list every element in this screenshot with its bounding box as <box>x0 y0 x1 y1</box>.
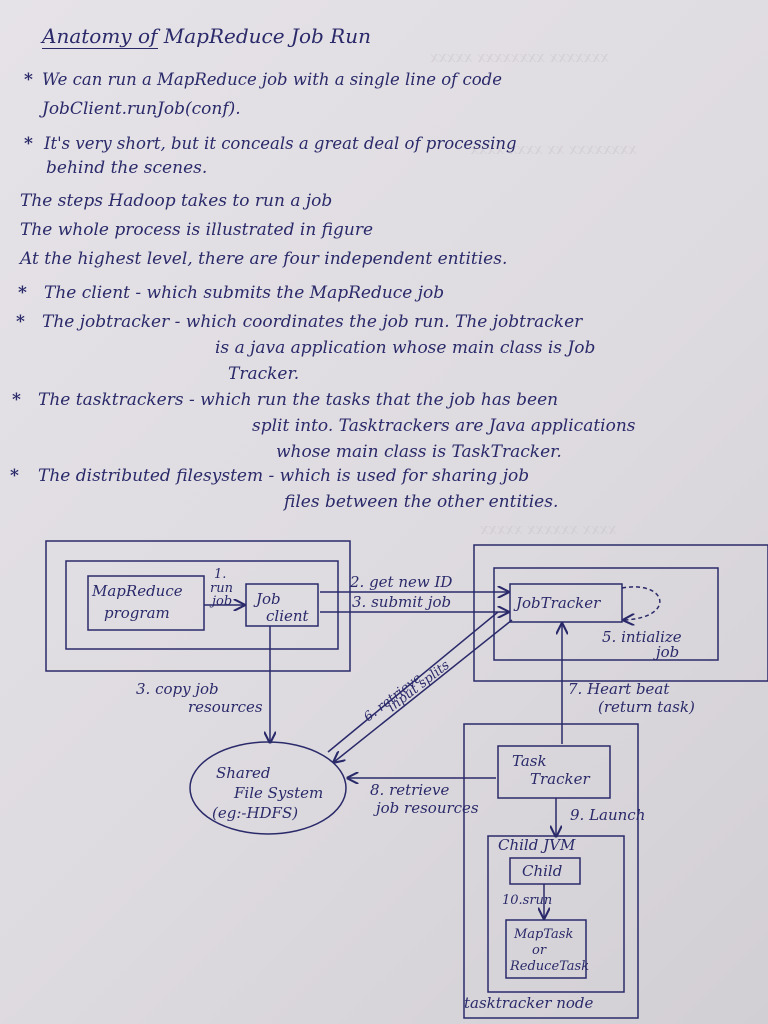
mapreduce-program-label-2: program <box>104 604 170 622</box>
step2-label: 2. get new ID <box>349 573 452 591</box>
task-tracker-box <box>497 745 611 799</box>
task-tracker-label-2: Tracker <box>530 770 590 788</box>
step5-label-2: job <box>653 643 679 661</box>
bullet-star: * <box>24 134 33 154</box>
text-line: The jobtracker - which coordinates the j… <box>42 312 583 332</box>
mapreduce-program-box <box>87 575 205 631</box>
job-client-label-1: Job <box>253 590 281 608</box>
text-line: We can run a MapReduce job with a single… <box>42 70 503 89</box>
task-tracker-label-1: Task <box>512 752 547 770</box>
page-title: Anatomy of MapReduce Job Run <box>42 24 371 48</box>
text-line: is a java application whose main class i… <box>215 338 596 358</box>
text-line: The steps Hadoop takes to run a job <box>20 191 333 211</box>
map-task-label: MapTask <box>513 927 573 942</box>
text-line: At the highest level, there are four ind… <box>20 249 508 269</box>
text-line: The whole process is illustrated in figu… <box>20 220 374 240</box>
text-line: The client - which submits the MapReduce… <box>44 283 445 303</box>
child-box <box>509 857 581 885</box>
bullet-star: * <box>12 390 21 410</box>
step1-num: 1. <box>214 567 226 582</box>
child-label: Child <box>522 862 562 880</box>
heartbeat-label-1: 7. Heart beat <box>568 680 670 698</box>
child-jvm-label: Child JVM <box>498 836 576 854</box>
step1-run: run <box>210 581 233 596</box>
run-label: 10.srun <box>502 893 552 908</box>
bullet-star: * <box>10 466 19 486</box>
shared-fs-label-1: Shared <box>216 764 271 782</box>
text-line: whose main class is TaskTracker. <box>276 442 562 462</box>
step3-label: 3. submit job <box>352 593 451 611</box>
text-line: It's very short, but it conceals a great… <box>44 134 517 153</box>
reduce-task-label: ReduceTask <box>509 959 589 974</box>
job-tracker-label: JobTracker <box>513 594 601 612</box>
jobtracker-node-box <box>473 544 768 682</box>
launch-label: 9. Launch <box>570 806 645 824</box>
job-tracker-box <box>509 583 623 623</box>
step1-job: job <box>209 594 232 609</box>
text-line: JobClient.runJob(conf). <box>42 99 241 119</box>
mapreduce-program-label-1: MapReduce <box>91 582 183 600</box>
step8-label-1: 8. retrieve <box>370 781 449 799</box>
text-line: The distributed filesystem - which is us… <box>38 466 530 486</box>
heartbeat-label-2: (return task) <box>598 698 695 716</box>
copy-resources-label-2: resources <box>188 698 263 716</box>
copy-resources-label-1: 3. copy job <box>136 680 219 698</box>
job-client-label-2: client <box>266 607 310 625</box>
initialize-loop-arrow <box>621 586 661 620</box>
or-label: or <box>532 943 547 958</box>
client-jvm-box <box>65 560 339 650</box>
tasktracker-node-box <box>463 723 639 1019</box>
bullet-star: * <box>16 312 25 332</box>
step5-label-1: 5. intialize <box>602 628 682 646</box>
tasktracker-node-label: tasktracker node <box>464 994 593 1012</box>
text-line: The tasktrackers - which run the tasks t… <box>38 390 559 410</box>
client-node-outer-box <box>45 540 351 672</box>
text-line: Tracker. <box>228 364 300 384</box>
text-line: split into. Tasktrackers are Java applic… <box>252 416 636 436</box>
map-reduce-task-box <box>505 919 587 979</box>
bullet-star: * <box>18 283 27 303</box>
step6-arrow-line2 <box>327 611 499 753</box>
jobtracker-jvm-box <box>493 567 719 661</box>
step8-label-2: job resources <box>373 799 479 817</box>
title-underline <box>42 48 158 49</box>
text-line: behind the scenes. <box>46 158 208 178</box>
shared-fs-label-2: File System <box>233 784 323 802</box>
step6-arrow <box>334 619 513 762</box>
bullet-star: * <box>24 70 33 90</box>
shared-fs-label-3: (eg:-HDFS) <box>212 804 298 822</box>
child-jvm-box <box>487 835 625 993</box>
shared-filesystem-ellipse <box>189 741 347 835</box>
job-client-box <box>245 583 319 627</box>
text-line: files between the other entities. <box>284 492 559 512</box>
